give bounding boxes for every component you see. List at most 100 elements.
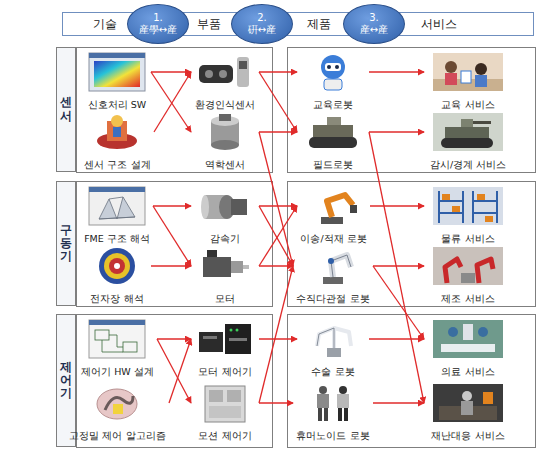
stage-label: 부품 xyxy=(197,17,221,31)
category-label: 제어기 xyxy=(60,361,72,401)
item-caption: 수직다관절 로봇 xyxy=(296,293,369,305)
panel-frames-part xyxy=(288,182,536,307)
link-label: 1. xyxy=(153,12,163,24)
logistics-service-picture xyxy=(433,187,503,225)
motor-controller-picture-part xyxy=(229,338,247,341)
item-caption: 제어기 HW 설계 xyxy=(81,366,154,378)
humanoid-robot-picture-part xyxy=(317,394,329,408)
reducer-picture-part xyxy=(231,199,247,215)
surgical-robot-picture-part xyxy=(317,328,334,348)
control-algorithm-picture xyxy=(97,389,137,419)
item-card: 센서 구조 설계 xyxy=(82,113,153,172)
controller-hw-picture-part-part xyxy=(109,335,123,347)
flow-arrow xyxy=(373,265,424,266)
education-service-picture-part xyxy=(475,75,487,87)
flow-arrow xyxy=(151,71,191,72)
item-card: 고정밀 제어 알고리즘 xyxy=(67,384,168,443)
flow-arrow xyxy=(369,132,424,403)
humanoid-robot-picture-part xyxy=(338,408,342,421)
item-caption: 물류 서비스 xyxy=(441,233,494,245)
category-band: 제어기 xyxy=(56,314,76,447)
flow-arrow xyxy=(259,402,293,403)
panel-frames-part xyxy=(288,315,536,448)
stage-header: 기술부품제품서비스1.産學↔産2.硏↔産3.産↔産 xyxy=(62,12,534,36)
environment-sensor-picture-part xyxy=(219,70,227,78)
fem-analysis-picture-part xyxy=(99,197,135,219)
item-caption: 신호처리 SW xyxy=(88,99,146,111)
item-card: 감시/경계 서비스 xyxy=(425,113,511,172)
logistics-service-picture-part-part xyxy=(439,200,463,202)
manufacturing-service-picture-part xyxy=(433,247,503,285)
stage-label: 서비스 xyxy=(421,17,457,31)
control-algorithm-picture-part xyxy=(97,389,137,419)
surveillance-service-picture-part xyxy=(441,138,493,148)
surgical-robot-picture-part xyxy=(327,348,341,357)
fem-analysis-picture-part xyxy=(89,187,145,192)
motor-controller-picture xyxy=(199,324,251,354)
motor-controller-picture-part xyxy=(203,336,217,339)
reducer-picture xyxy=(201,195,247,219)
category-label: 구동기 xyxy=(60,224,72,264)
environment-sensor-picture-part xyxy=(205,70,213,78)
humanoid-robot-picture-part xyxy=(324,408,328,421)
item-caption: 의료 서비스 xyxy=(441,366,494,378)
education-robot-picture-part xyxy=(335,65,339,69)
medical-service-picture-part xyxy=(478,327,488,337)
articulated-robot-picture xyxy=(323,255,351,284)
education-service-picture xyxy=(433,53,503,91)
medical-service-picture-part xyxy=(441,344,495,352)
category-label: 센서 xyxy=(60,96,72,122)
flow-arrow xyxy=(373,266,424,339)
item-card: 전자장 해석 xyxy=(84,247,150,306)
item-caption: 모터 xyxy=(215,293,235,305)
item-card: 신호처리 SW xyxy=(84,53,150,112)
panel-frames-part xyxy=(288,48,536,173)
environment-sensor-picture xyxy=(199,57,249,87)
item-caption: 감시/경계 서비스 xyxy=(430,159,506,171)
panel-frames xyxy=(77,48,536,448)
force-sensor-picture-part xyxy=(219,114,231,121)
flow-arrow xyxy=(157,338,191,339)
logistics-service-picture-part-part xyxy=(438,191,440,223)
motor-picture-part xyxy=(207,250,217,257)
controller-hw-picture-part xyxy=(89,320,145,325)
item-caption: 제조 서비스 xyxy=(441,293,494,305)
logistics-service-picture-part xyxy=(439,191,497,223)
surgical-robot-picture-part xyxy=(317,328,334,348)
logistics-service-picture-part-part xyxy=(473,212,497,214)
sensor-design-picture-part xyxy=(111,115,123,127)
flow-arrow xyxy=(259,205,297,206)
flow-arrow xyxy=(259,71,297,72)
item-card: 이송/적재 로봇 xyxy=(298,187,369,246)
item-card: 재난대응 서비스 xyxy=(425,384,511,443)
link-label: 硏↔産 xyxy=(248,24,276,36)
humanoid-robot-picture xyxy=(317,386,349,421)
item-card: 휴머노이드 로봇 xyxy=(294,384,372,443)
education-service-picture-part xyxy=(445,61,457,73)
flow-arrow xyxy=(370,205,424,206)
item-caption: 환경인식센서 xyxy=(195,99,255,111)
logistics-service-picture-part-part xyxy=(462,191,464,223)
item-card: 필드로봇 xyxy=(298,113,368,172)
flow-arrow xyxy=(151,72,191,132)
logistics-service-picture-part xyxy=(433,187,503,225)
motion-controller-picture-part xyxy=(205,386,245,422)
signal-software-picture xyxy=(89,53,145,91)
item-card: 제조 서비스 xyxy=(425,247,511,306)
flow-arrow xyxy=(154,72,191,132)
electromagnetic-analysis-picture-part xyxy=(104,253,130,279)
panel-frames-part xyxy=(77,182,273,307)
item-card: 모터 xyxy=(192,247,258,306)
item-card: FME 구조 해석 xyxy=(82,187,152,246)
humanoid-robot-picture-part xyxy=(337,394,349,408)
motor-controller-picture-part xyxy=(230,329,233,332)
manufacturing-service-picture-part xyxy=(445,259,461,283)
motor-picture xyxy=(203,250,249,277)
signal-software-picture-part xyxy=(94,61,140,87)
item-caption: FME 구조 해석 xyxy=(84,233,150,245)
item-card: 감속기 xyxy=(192,187,258,246)
surveillance-service-picture xyxy=(433,113,503,151)
motor-picture-part xyxy=(203,257,231,277)
